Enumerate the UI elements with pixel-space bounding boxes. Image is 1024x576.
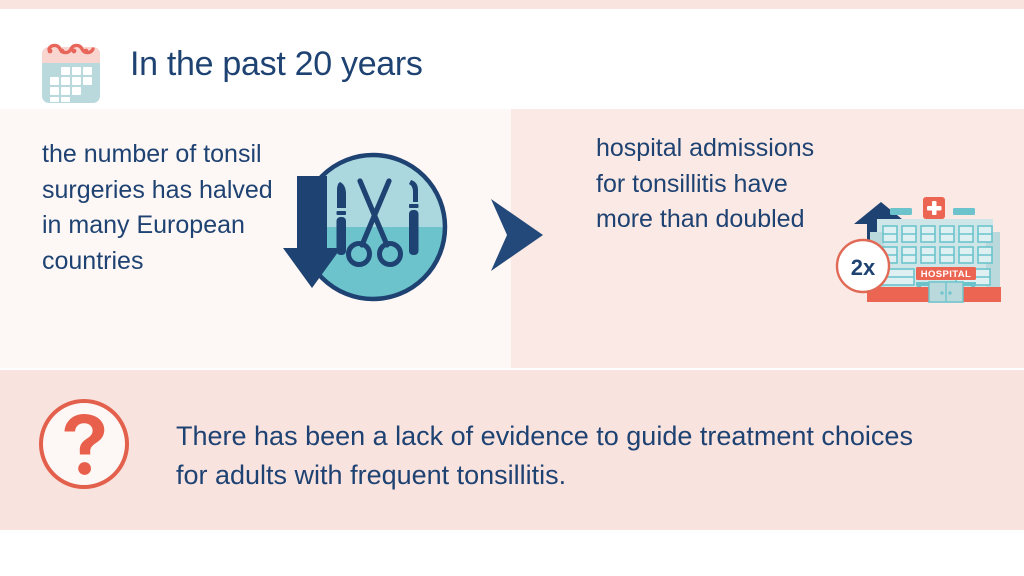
right-panel: hospital admissions for tonsillitis have… (511, 109, 1024, 368)
footer-text: There has been a lack of evidence to gui… (176, 421, 913, 491)
multiplier-badge-label: 2x (851, 255, 876, 280)
bottom-white-strip (0, 530, 1024, 576)
left-panel-text: the number of tonsil surgeries has halve… (42, 140, 273, 275)
calendar-icon (36, 35, 106, 107)
top-accent-strip (0, 0, 1024, 9)
question-mark-icon (36, 396, 132, 492)
hospital-sign-label: HOSPITAL (921, 269, 972, 280)
down-arrow-icon (283, 176, 345, 289)
hospital-building-icon: HOSPITAL 2x (828, 194, 1013, 304)
badge-circle (835, 238, 891, 294)
footer-band (0, 370, 1024, 530)
right-arrow-icon (487, 196, 547, 274)
right-panel-text: hospital admissions for tonsillitis have… (596, 134, 815, 233)
header-band: In the past 20 years (0, 9, 1024, 109)
page-title: In the past 20 years (130, 45, 423, 83)
